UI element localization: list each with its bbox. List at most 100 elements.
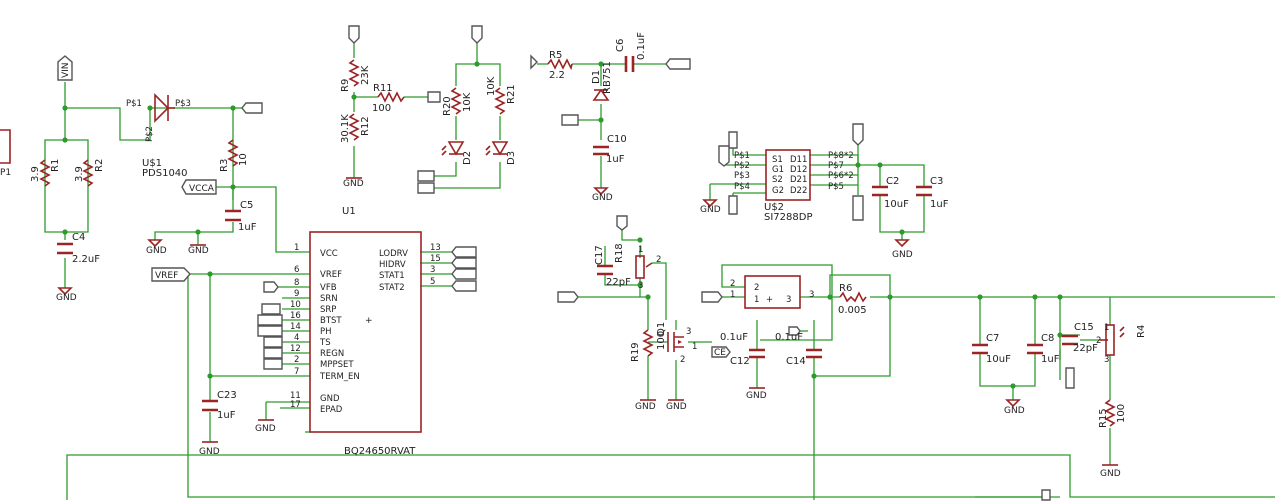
svg-text:G1: G1: [772, 165, 784, 175]
capacitor-c10: C10 1uF: [593, 134, 627, 165]
svg-text:2: 2: [730, 279, 735, 289]
svg-text:8: 8: [294, 278, 299, 288]
svg-text:5: 5: [430, 277, 435, 287]
svg-text:GND: GND: [320, 394, 340, 404]
svg-text:3.9: 3.9: [74, 166, 85, 182]
svg-text:3: 3: [809, 290, 814, 300]
svg-text:D21: D21: [790, 175, 807, 185]
resistor-r15: R15 100: [1098, 399, 1127, 428]
capacitor-c23: C23 1uF: [202, 390, 237, 421]
svg-text:23K: 23K: [360, 65, 371, 85]
svg-text:P$4: P$4: [734, 182, 750, 192]
mosfet-u2: P$1 P$2 P$3 P$4 S1 G1 S2 G2 D11 D12 D21 …: [734, 149, 854, 223]
trimpot-r18: R18 1 2 3: [614, 243, 661, 291]
gnd-c5-a: GND: [146, 239, 167, 256]
mosfet-u2-value: SI7288DP: [764, 212, 812, 223]
svg-text:EPAD: EPAD: [320, 405, 343, 415]
svg-text:+: +: [766, 295, 773, 305]
vcca-port[interactable]: VCCA: [181, 179, 217, 195]
top-flag-r9: [348, 25, 360, 44]
svg-text:C17: C17: [594, 245, 605, 265]
gnd-c4: GND: [56, 287, 77, 303]
svg-text:S1: S1: [772, 155, 783, 165]
svg-text:GND: GND: [700, 205, 721, 215]
resistor-r2: 3.9 R2: [74, 159, 105, 187]
svg-text:1: 1: [730, 290, 735, 300]
svg-text:P$8*2: P$8*2: [828, 151, 854, 161]
svg-text:100: 100: [372, 103, 391, 114]
svg-text:C23: C23: [217, 390, 237, 401]
capacitor-c5: C5 1uF: [225, 200, 257, 233]
svg-text:P$2: P$2: [734, 161, 750, 171]
port-inductor: [701, 291, 723, 303]
svg-text:2: 2: [680, 355, 685, 365]
svg-text:1uF: 1uF: [238, 222, 257, 233]
svg-text:7: 7: [294, 367, 299, 377]
svg-text:GND: GND: [592, 193, 613, 203]
svg-text:R4: R4: [1136, 325, 1147, 338]
svg-text:2: 2: [294, 355, 299, 365]
svg-text:GND: GND: [56, 293, 77, 303]
resistor-r11: R11 100: [372, 83, 405, 114]
gnd-c23: GND: [199, 441, 220, 457]
capacitor-c12: 0.1uF C12: [720, 332, 765, 367]
gnd-c5-b: GND: [188, 244, 209, 256]
vin-rail-port[interactable]: [241, 102, 263, 114]
svg-text:GND: GND: [255, 424, 276, 434]
svg-text:LODRV: LODRV: [379, 249, 408, 259]
partial-left-label: P1: [0, 168, 11, 178]
svg-text:0.1uF: 0.1uF: [720, 332, 748, 343]
vref-port[interactable]: VREF: [151, 267, 191, 282]
svg-text:VREF: VREF: [155, 271, 178, 281]
svg-text:22pF: 22pF: [606, 277, 631, 288]
inductor-block: 2 1 3 2 1 + 3: [730, 275, 814, 309]
gnd-ic: GND: [255, 419, 276, 434]
svg-text:0.1uF: 0.1uF: [775, 332, 803, 343]
svg-text:P$5: P$5: [828, 182, 844, 192]
ic-u1-value: BQ24650RVAT: [344, 446, 416, 457]
svg-text:10K: 10K: [486, 76, 497, 96]
svg-text:3.9: 3.9: [30, 166, 41, 182]
led-d3: D3: [485, 141, 517, 165]
svg-text:10K: 10K: [462, 92, 473, 112]
svg-text:10: 10: [238, 153, 249, 166]
trimpot-r4: 1 2 3 R4: [1096, 323, 1147, 365]
svg-text:VFB: VFB: [320, 283, 337, 293]
gnd-r12: GND: [343, 177, 364, 189]
svg-text:2: 2: [1096, 336, 1101, 346]
gnd-r15: GND: [1100, 464, 1121, 479]
svg-text:GND: GND: [892, 250, 913, 260]
svg-text:C3: C3: [930, 176, 943, 187]
ce-port[interactable]: CE: [711, 346, 731, 358]
capacitor-c2: C2 10uF: [872, 176, 909, 210]
gnd-c12: GND: [746, 387, 767, 401]
transistor-q1: Q1 3 1 2: [656, 322, 697, 365]
svg-text:GND: GND: [188, 246, 209, 256]
svg-text:1uF: 1uF: [930, 199, 949, 210]
svg-text:1uF: 1uF: [1041, 354, 1060, 365]
svg-text:2.2uF: 2.2uF: [72, 254, 100, 265]
resistor-r21: 10K R21: [486, 76, 517, 115]
port-c17-left: [557, 291, 579, 303]
svg-text:100: 100: [656, 331, 667, 350]
svg-text:2.2: 2.2: [549, 70, 565, 81]
port-c14: [788, 326, 801, 336]
svg-text:R12: R12: [360, 116, 371, 136]
svg-text:R1: R1: [50, 159, 61, 172]
svg-text:SRP: SRP: [320, 305, 336, 315]
vin-port[interactable]: VIN: [57, 55, 73, 81]
svg-text:D2: D2: [462, 151, 473, 165]
svg-text:D11: D11: [790, 155, 807, 165]
svg-text:S2: S2: [772, 175, 783, 185]
svg-text:D22: D22: [790, 186, 807, 196]
capacitor-c8: C8 1uF: [1027, 333, 1060, 365]
svg-text:R18: R18: [614, 243, 625, 263]
svg-text:P$3: P$3: [175, 99, 191, 109]
svg-text:Q1: Q1: [656, 322, 667, 336]
svg-text:22pF: 22pF: [1073, 343, 1098, 354]
svg-text:C8: C8: [1041, 333, 1054, 344]
svg-text:TERM_EN: TERM_EN: [319, 372, 360, 382]
svg-text:VCC: VCC: [320, 249, 338, 259]
svg-text:14: 14: [290, 322, 301, 332]
svg-text:MPPSET: MPPSET: [320, 360, 354, 370]
